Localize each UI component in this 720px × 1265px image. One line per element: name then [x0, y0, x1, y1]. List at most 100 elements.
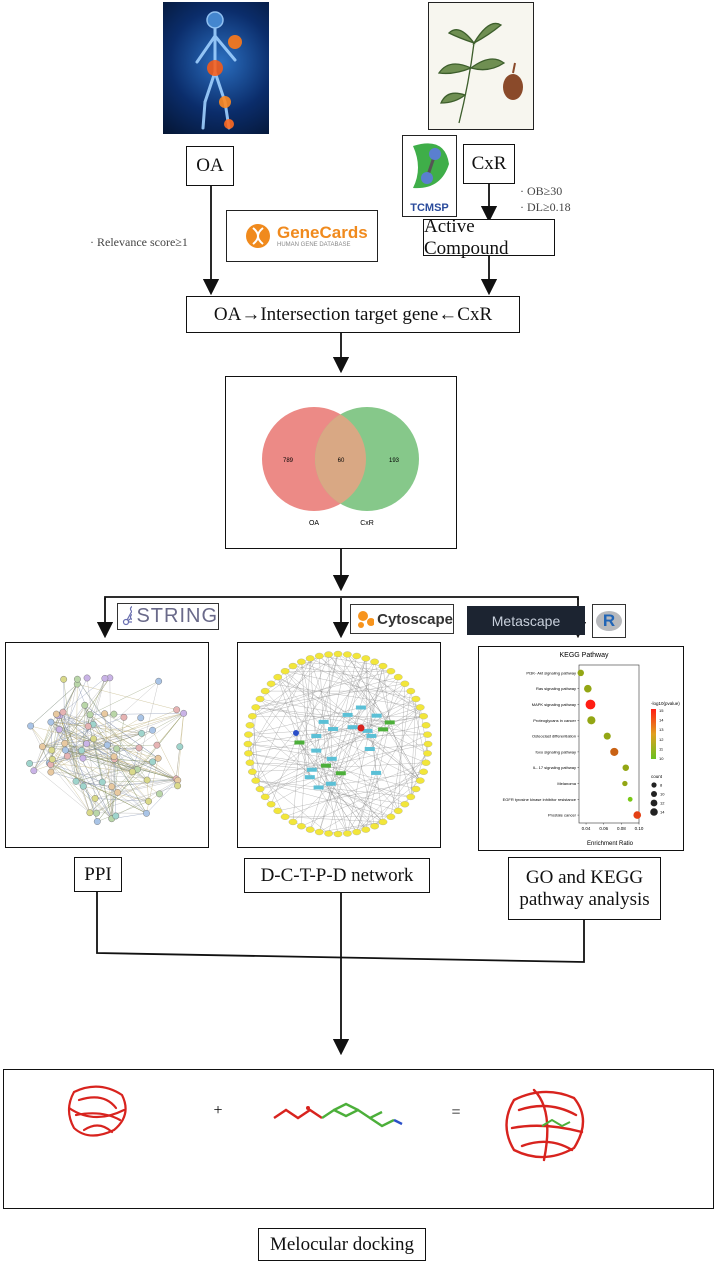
- network-disease-node: [378, 818, 388, 826]
- go-kegg-line1: GO and KEGG: [525, 866, 644, 888]
- docked-complex-icon: [505, 1088, 585, 1162]
- docking-box: Melocular docking: [258, 1228, 426, 1261]
- kegg-category-label: Melanoma: [557, 781, 576, 786]
- ppi-node: [48, 746, 56, 754]
- ppi-node: [55, 726, 63, 733]
- kegg-bubble: [633, 811, 642, 819]
- genecards-title: GeneCards: [277, 223, 368, 242]
- network-disease-node: [419, 713, 428, 720]
- network-disease-node: [314, 828, 324, 836]
- network-target-node: [325, 781, 336, 786]
- ppi-node: [39, 743, 46, 751]
- network-target-node: [304, 775, 315, 780]
- ppi-node: [114, 789, 121, 796]
- network-disease-node: [314, 652, 324, 660]
- network-target-node: [378, 727, 389, 732]
- network-disease-node: [343, 830, 352, 837]
- kegg-bubble: [627, 796, 633, 802]
- network-target-node: [326, 756, 337, 761]
- network-disease-node: [370, 658, 379, 665]
- network-target-node: [294, 740, 305, 745]
- network-disease-node: [393, 807, 403, 815]
- ppi-node: [110, 710, 118, 718]
- network-disease-node: [423, 740, 433, 748]
- network-disease-node: [280, 668, 290, 675]
- ppi-node: [101, 674, 109, 682]
- herb-image: [428, 2, 534, 130]
- ppi-node: [47, 718, 55, 726]
- dl-note: · DL≥0.18: [520, 200, 571, 214]
- molecule-icon: [413, 143, 449, 189]
- ppi-node: [83, 674, 91, 682]
- docking-illustration: + =: [67, 1085, 585, 1162]
- kegg-x-tick-label: 0.04: [582, 826, 591, 831]
- ppi-node: [93, 809, 100, 817]
- network-disease-node: [244, 731, 253, 738]
- kegg-chart-panel: KEGG Pathway Enrichment Ratio -log10(pva…: [478, 646, 684, 851]
- network-disease-node: [400, 680, 410, 687]
- kegg-title: KEGG Pathway: [559, 652, 609, 659]
- relevance-note: · Relevance score≥1: [90, 235, 188, 249]
- kegg-size-legend-value: 14: [660, 810, 665, 815]
- network-disease-node: [421, 759, 431, 766]
- ppi-label: PPI: [84, 863, 112, 885]
- ppi-node: [83, 740, 91, 748]
- network-disease-node: [370, 823, 379, 830]
- metascape-logo: Metascape: [467, 606, 585, 635]
- network-label: D-C-T-P-D network: [260, 864, 414, 886]
- network-disease-node: [324, 830, 333, 837]
- osteoarthritis-image: [163, 2, 269, 134]
- r-logo: R: [592, 604, 626, 638]
- venn-right-count: 193: [389, 458, 400, 464]
- kegg-color-legend-value: 11: [659, 746, 664, 751]
- oa-label: OA: [196, 155, 224, 176]
- ppi-node: [90, 735, 97, 743]
- kegg-category-label: IL- 17 signaling pathway: [533, 765, 576, 770]
- kegg-category-label: Proteoglycans in cancer: [533, 718, 576, 723]
- ppi-node: [110, 753, 118, 761]
- ppi-box: PPI: [74, 857, 122, 892]
- network-disease-node: [406, 687, 416, 695]
- network-target-node: [371, 713, 382, 718]
- venn-left-label: OA: [309, 520, 319, 527]
- r-text: R: [602, 611, 616, 630]
- kegg-size-legend-dot: [651, 791, 657, 797]
- go-kegg-line2: pathway analysis: [519, 888, 650, 910]
- ppi-node: [30, 767, 38, 775]
- ppi-node: [143, 776, 151, 784]
- network-target-node: [342, 712, 353, 717]
- network-icon: [122, 605, 133, 625]
- network-disease-node: [406, 793, 416, 801]
- ppi-node: [79, 754, 87, 762]
- venn-overlap-count: 60: [338, 458, 345, 464]
- kegg-category-label: Osteoclast differentiation: [532, 734, 576, 739]
- network-disease-node: [260, 793, 270, 801]
- ppi-node: [173, 706, 181, 714]
- kegg-bubble: [622, 764, 630, 771]
- network-target-node: [311, 748, 322, 753]
- ppi-node: [180, 709, 188, 717]
- network-target-node: [320, 763, 331, 768]
- ppi-node: [108, 783, 116, 791]
- kegg-size-legend-value: 8: [660, 783, 663, 788]
- ppi-node: [27, 722, 35, 730]
- ppi-node: [47, 768, 55, 776]
- network-disease-node: [361, 655, 371, 662]
- cxr-box: CxR: [463, 144, 515, 184]
- dna-icon: [246, 224, 270, 248]
- network-disease-node: [260, 687, 270, 695]
- network-disease-node: [423, 731, 432, 738]
- venn-diagram: 789 60 193 OA CxR: [262, 407, 419, 527]
- ppi-node: [145, 797, 152, 805]
- network-target-node: [347, 725, 358, 730]
- protein-ribbon-icon: [67, 1085, 127, 1137]
- ppi-node: [26, 760, 33, 767]
- kegg-bubble: [622, 780, 628, 787]
- docking-label: Melocular docking: [269, 1233, 415, 1255]
- ppi-node: [73, 675, 81, 683]
- cytoscape-icon: [358, 611, 375, 628]
- network-disease-node: [393, 673, 403, 681]
- kegg-plot-area: [578, 664, 640, 824]
- plus-sign: +: [213, 1102, 222, 1119]
- network-disease-node: [415, 704, 425, 711]
